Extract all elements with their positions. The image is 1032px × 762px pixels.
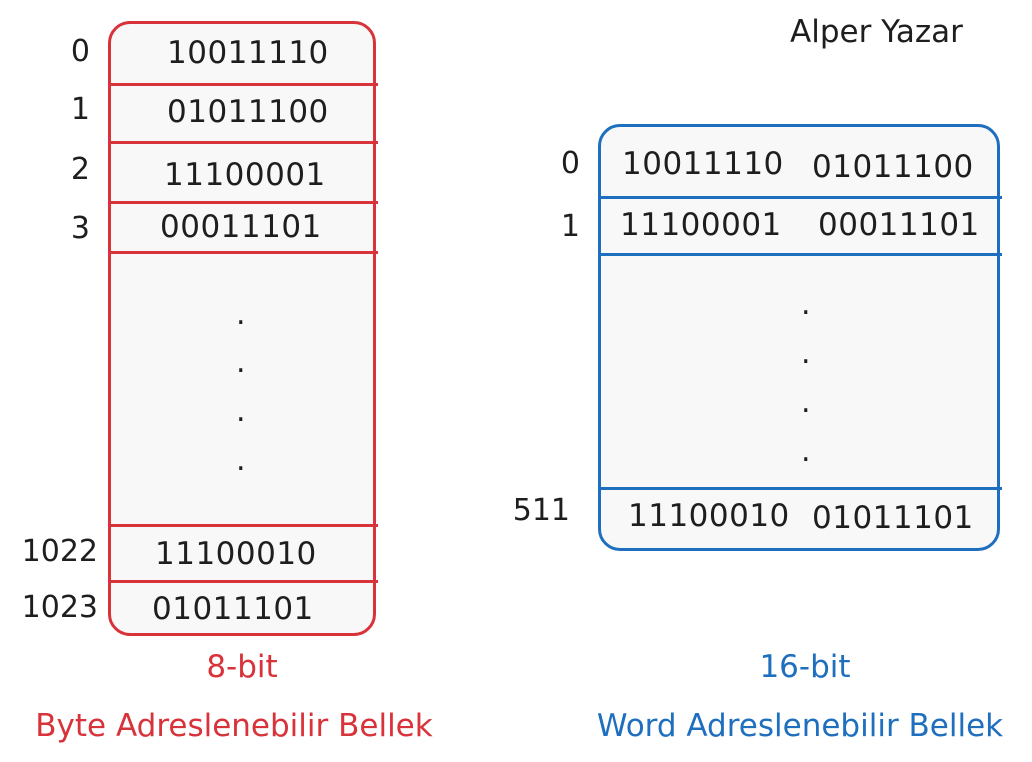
ellipsis-dot: . bbox=[801, 287, 811, 322]
divider bbox=[110, 251, 378, 254]
ellipsis-dot: . bbox=[236, 394, 246, 429]
ellipsis-dot: . bbox=[236, 345, 246, 380]
ellipsis-dot: . bbox=[801, 434, 811, 469]
byte-value: 01011100 bbox=[167, 94, 329, 130]
byte-memory-title: Byte Adreslenebilir Bellek bbox=[35, 708, 433, 744]
word-low-byte: 01011100 bbox=[812, 149, 974, 185]
ellipsis-dot: . bbox=[236, 297, 246, 332]
byte-value: 11100010 bbox=[155, 536, 317, 572]
word-bits-label: 16-bit bbox=[759, 649, 851, 685]
divider bbox=[600, 253, 1002, 256]
byte-value: 01011101 bbox=[152, 591, 314, 627]
byte-address: 0 bbox=[70, 34, 90, 69]
word-high-byte: 10011110 bbox=[622, 146, 784, 182]
word-memory-title: Word Adreslenebilir Bellek bbox=[596, 708, 1004, 744]
author-label: Alper Yazar bbox=[790, 14, 963, 50]
ellipsis-dot: . bbox=[801, 336, 811, 371]
word-address: 0 bbox=[560, 146, 580, 181]
word-low-byte: 01011101 bbox=[812, 500, 974, 536]
divider bbox=[110, 141, 378, 144]
divider bbox=[110, 524, 378, 527]
byte-address: 1022 bbox=[21, 534, 98, 569]
byte-address: 1023 bbox=[21, 590, 98, 625]
byte-value: 00011101 bbox=[160, 209, 322, 245]
divider bbox=[110, 201, 378, 204]
divider bbox=[110, 580, 378, 583]
byte-value: 10011110 bbox=[167, 35, 329, 71]
word-low-byte: 00011101 bbox=[818, 207, 980, 243]
byte-memory-box bbox=[108, 21, 376, 636]
word-address: 1 bbox=[560, 209, 580, 244]
byte-bits-label: 8-bit bbox=[206, 649, 278, 685]
word-high-byte: 11100001 bbox=[620, 207, 782, 243]
divider bbox=[600, 487, 1002, 490]
byte-address: 2 bbox=[70, 152, 90, 187]
byte-address: 1 bbox=[70, 92, 90, 127]
byte-address: 3 bbox=[70, 211, 90, 246]
word-address: 511 bbox=[512, 493, 570, 528]
ellipsis-dot: . bbox=[236, 443, 246, 478]
word-high-byte: 11100010 bbox=[628, 498, 790, 534]
word-memory-box bbox=[598, 124, 1000, 551]
divider bbox=[600, 196, 1002, 199]
ellipsis-dot: . bbox=[801, 385, 811, 420]
divider bbox=[110, 83, 378, 86]
byte-value: 11100001 bbox=[164, 157, 326, 193]
